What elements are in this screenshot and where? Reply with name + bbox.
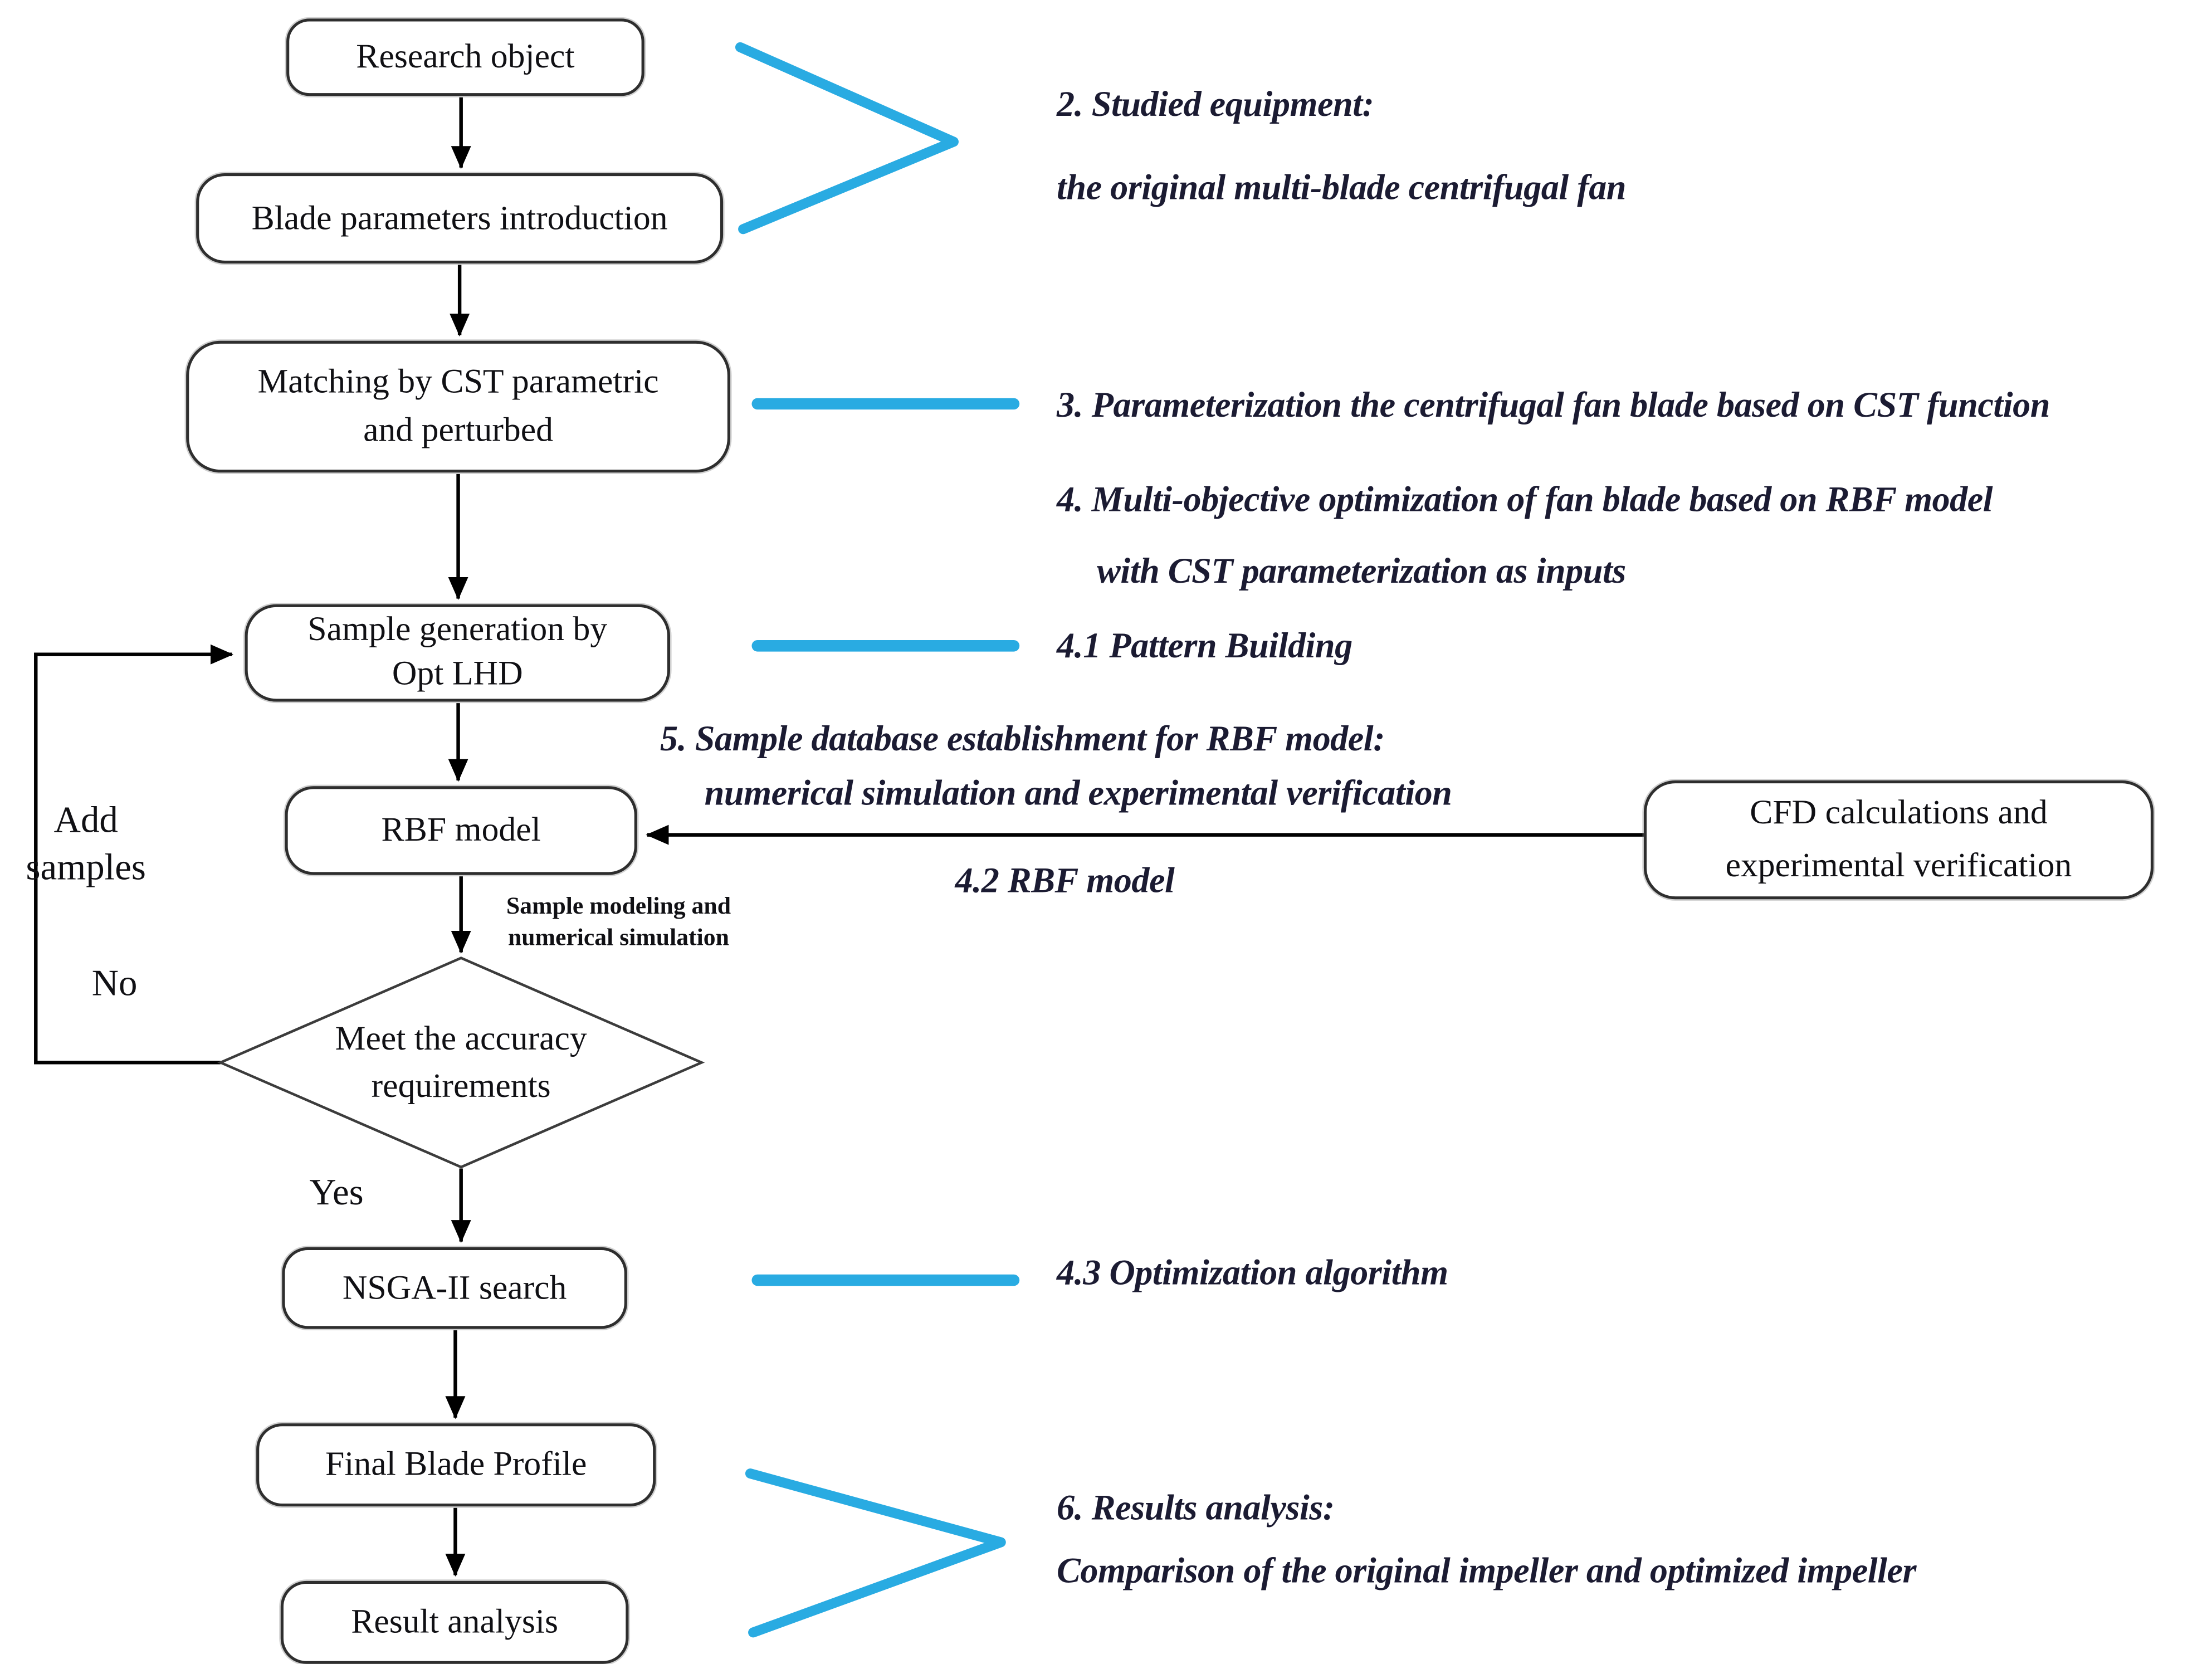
node-label-line2: experimental verification — [1725, 847, 2072, 885]
callout-chevron-bottom — [745, 1468, 1006, 1638]
node-label-line1: Meet the accuracy — [335, 1021, 587, 1058]
node-decision-accuracy: Meet the accuracy requirements — [246, 1008, 676, 1120]
node-research-object: Research object — [286, 18, 644, 96]
label-yes: Yes — [309, 1171, 364, 1213]
node-rbf-model: RBF model — [285, 786, 637, 875]
annotation-4-line2: with CST parameterization as inputs — [1097, 553, 1626, 592]
label-add-samples-line2: samples — [26, 846, 146, 888]
annotation-2-line1: 2. Studied equipment: — [1057, 86, 1374, 125]
node-label: Final Blade Profile — [325, 1446, 587, 1484]
label-no: No — [91, 962, 138, 1004]
node-final-blade-profile: Final Blade Profile — [256, 1423, 656, 1507]
annotation-6-line2: Comparison of the original impeller and … — [1057, 1552, 1916, 1591]
node-label: Blade parameters introduction — [251, 199, 668, 237]
annotation-42: 4.2 RBF model — [955, 862, 1175, 901]
node-label-line1: Matching by CST parametric — [257, 363, 659, 401]
annotation-4-line1: 4. Multi-objective optimization of fan b… — [1057, 481, 1993, 520]
annotation-43: 4.3 Optimization algorithm — [1057, 1254, 1448, 1294]
arrow-no-loop-to-samplegen — [34, 644, 233, 1065]
callout-chevron-top — [735, 42, 959, 235]
node-blade-parameters: Blade parameters introduction — [196, 173, 724, 263]
node-result-analysis: Result analysis — [280, 1580, 629, 1664]
decision-diamond — [217, 957, 705, 1169]
node-label: Research object — [356, 38, 575, 76]
annotation-2-line2: the original multi-blade centrifugal fan — [1057, 169, 1627, 208]
label-add-samples: Add samples — [12, 796, 160, 891]
annotation-41: 4.1 Pattern Building — [1057, 627, 1352, 666]
node-label-line2: and perturbed — [363, 412, 553, 450]
node-label-line2: requirements — [371, 1068, 551, 1106]
annotation-3: 3. Parameterization the centrifugal fan … — [1057, 387, 2050, 426]
annotation-5-line1: 5. Sample database establishment for RBF… — [660, 720, 1385, 759]
label-sample-modeling: Sample modeling and numerical simulation — [481, 891, 756, 954]
node-matching-cst: Matching by CST parametric and perturbed — [186, 340, 730, 473]
node-label-line2: Opt LHD — [392, 656, 523, 694]
node-sample-generation: Sample generation by Opt LHD — [245, 604, 670, 702]
node-nsga-search: NSGA-II search — [282, 1247, 627, 1329]
node-cfd-calculations: CFD calculations and experimental verifi… — [1643, 780, 2154, 900]
node-label: RBF model — [381, 812, 541, 850]
label-add-samples-line1: Add — [53, 799, 118, 841]
annotation-6-line1: 6. Results analysis: — [1057, 1489, 1335, 1528]
node-label: NSGA-II search — [342, 1269, 567, 1307]
node-label: Result analysis — [351, 1603, 559, 1641]
label-sample-modeling-line2: numerical simulation — [507, 923, 729, 951]
node-label-line1: Sample generation by — [307, 611, 608, 649]
annotation-5-line2: numerical simulation and experimental ve… — [704, 774, 1452, 814]
node-label-line1: CFD calculations and — [1750, 794, 2048, 832]
label-sample-modeling-line1: Sample modeling and — [506, 892, 731, 920]
